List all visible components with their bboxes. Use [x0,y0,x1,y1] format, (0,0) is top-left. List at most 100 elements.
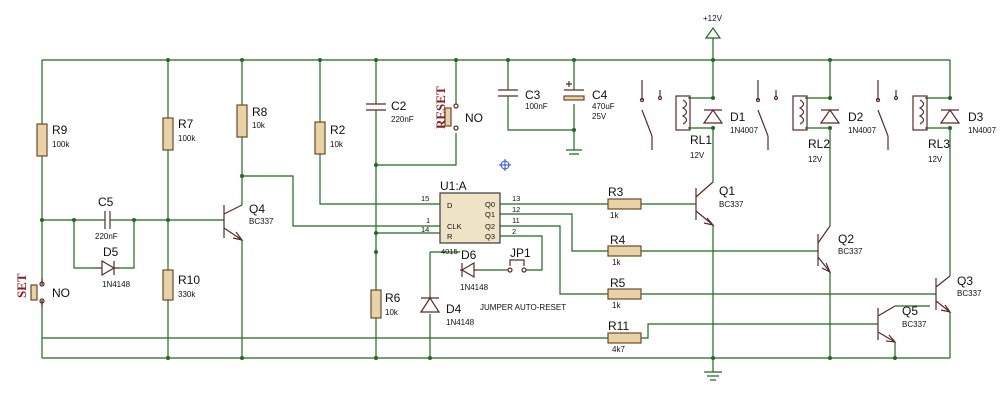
svg-text:D4: D4 [446,302,462,316]
resistor-r11: R11 4k7 [607,319,642,354]
diode-d2: D2 1N4007 [819,108,877,135]
ic-part: 4015 [441,247,458,256]
svg-text:4k7: 4k7 [612,345,625,354]
svg-text:Q0: Q0 [485,200,495,209]
svg-text:RL2: RL2 [808,137,830,151]
svg-text:C3: C3 [525,88,541,102]
diode-d3: D3 1N4007 [939,108,997,135]
svg-text:C4: C4 [592,88,608,102]
svg-text:D1: D1 [730,110,746,124]
svg-text:1N4007: 1N4007 [848,126,877,135]
svg-text:12V: 12V [690,151,705,160]
svg-text:R10: R10 [178,273,200,287]
svg-text:R3: R3 [608,185,624,199]
svg-text:Q4: Q4 [249,202,265,216]
svg-text:12V: 12V [928,155,943,164]
svg-text:100k: 100k [178,134,196,143]
svg-text:D6: D6 [461,248,477,262]
svg-text:100k: 100k [52,140,70,149]
svg-text:RL3: RL3 [928,137,950,151]
svg-text:BC337: BC337 [249,217,274,226]
svg-text:BC337: BC337 [838,247,863,256]
svg-text:1N4148: 1N4148 [102,280,131,289]
reset-label: RESET [433,86,448,129]
ic-ref: U1:A [440,179,467,193]
svg-text:BC337: BC337 [902,320,927,329]
svg-text:1N4007: 1N4007 [968,126,997,135]
svg-text:R: R [447,232,453,241]
svg-text:13: 13 [512,194,520,203]
svg-text:C5: C5 [98,195,114,209]
svg-text:R6: R6 [385,291,401,305]
svg-text:R8: R8 [252,105,268,119]
svg-text:CLK: CLK [447,222,462,231]
svg-text:220nF: 220nF [95,232,118,241]
svg-text:12V: 12V [808,155,823,164]
supply-label: +12V [703,14,723,23]
resistor-r2: R2 10k [314,121,346,155]
svg-text:1k: 1k [612,301,621,310]
diode-d6: D6 1N4148 [460,248,489,292]
jumper-jp1[interactable]: JP1 JUMPER AUTO-RESET [480,246,566,312]
svg-text:BC337: BC337 [719,200,744,209]
ic-u1a: U1:A D CLK R Q0 Q1 Q2 Q3 4015 15 1 14 13… [421,179,520,256]
svg-text:14: 14 [421,225,429,234]
relay-rl3: RL3 12V [875,80,950,164]
svg-text:1k: 1k [610,211,619,220]
resistor-r4: R4 1k [607,233,642,267]
svg-text:R2: R2 [330,123,346,137]
transistor-q5: Q5 BC337 [877,304,927,343]
svg-text:R5: R5 [610,276,626,290]
svg-text:BC337: BC337 [957,289,982,298]
transistor-q4: Q4 BC337 [223,202,274,241]
svg-text:Q5: Q5 [902,304,918,318]
resistor-r3: R3 1k [607,185,642,220]
relay-rl2: RL2 12V [755,80,830,164]
resistor-r8: R8 10k [236,104,268,138]
svg-text:2: 2 [512,227,516,236]
svg-text:10k: 10k [252,121,266,130]
svg-text:330k: 330k [178,290,196,299]
svg-text:R9: R9 [52,123,68,137]
reset-switch[interactable]: RESET NO [433,86,483,131]
transistor-q2: Q2 BC337 [817,225,863,274]
resistor-r7: R7 100k [162,117,196,151]
capacitor-c4: C4 470uF 25V [563,81,615,121]
set-switch[interactable]: SET NO [14,273,70,307]
svg-text:15: 15 [421,194,429,203]
svg-text:C2: C2 [391,99,407,113]
diode-d5: D5 1N4148 [95,245,131,289]
diode-d4: D4 1N4148 [419,296,475,327]
capacitor-c3: C3 100nF [498,88,548,111]
svg-text:R7: R7 [178,117,194,131]
svg-text:JP1: JP1 [510,246,531,260]
svg-text:1N4148: 1N4148 [460,283,489,292]
resistor-r5: R5 1k [607,276,642,310]
svg-text:25V: 25V [592,112,607,121]
svg-text:10k: 10k [385,308,399,317]
capacitor-c2: C2 220nF [366,99,414,124]
svg-text:R11: R11 [608,319,629,333]
svg-text:11: 11 [512,216,520,225]
svg-text:220nF: 220nF [391,115,414,124]
set-label: SET [14,273,29,298]
transistor-q1: Q1 BC337 [695,181,744,226]
svg-text:Q3: Q3 [485,232,495,241]
svg-text:10k: 10k [330,140,344,149]
supply-terminal: +12V [703,14,723,39]
svg-text:1N4148: 1N4148 [446,318,475,327]
svg-text:Q3: Q3 [957,274,973,288]
resistor-r9: R9 100k [36,123,70,157]
capacitor-c5: C5 220nF [95,195,120,241]
relay-rl1: RL1 12V [639,80,712,160]
jumper-label: JUMPER AUTO-RESET [480,303,566,312]
svg-text:Q2: Q2 [485,222,495,231]
svg-text:RL1: RL1 [690,133,712,147]
reset-no-label: NO [465,111,483,125]
set-no-label: NO [52,286,70,300]
junctions [40,58,952,360]
wiring [41,38,951,381]
svg-text:100nF: 100nF [525,102,548,111]
svg-text:Q2: Q2 [838,232,854,246]
